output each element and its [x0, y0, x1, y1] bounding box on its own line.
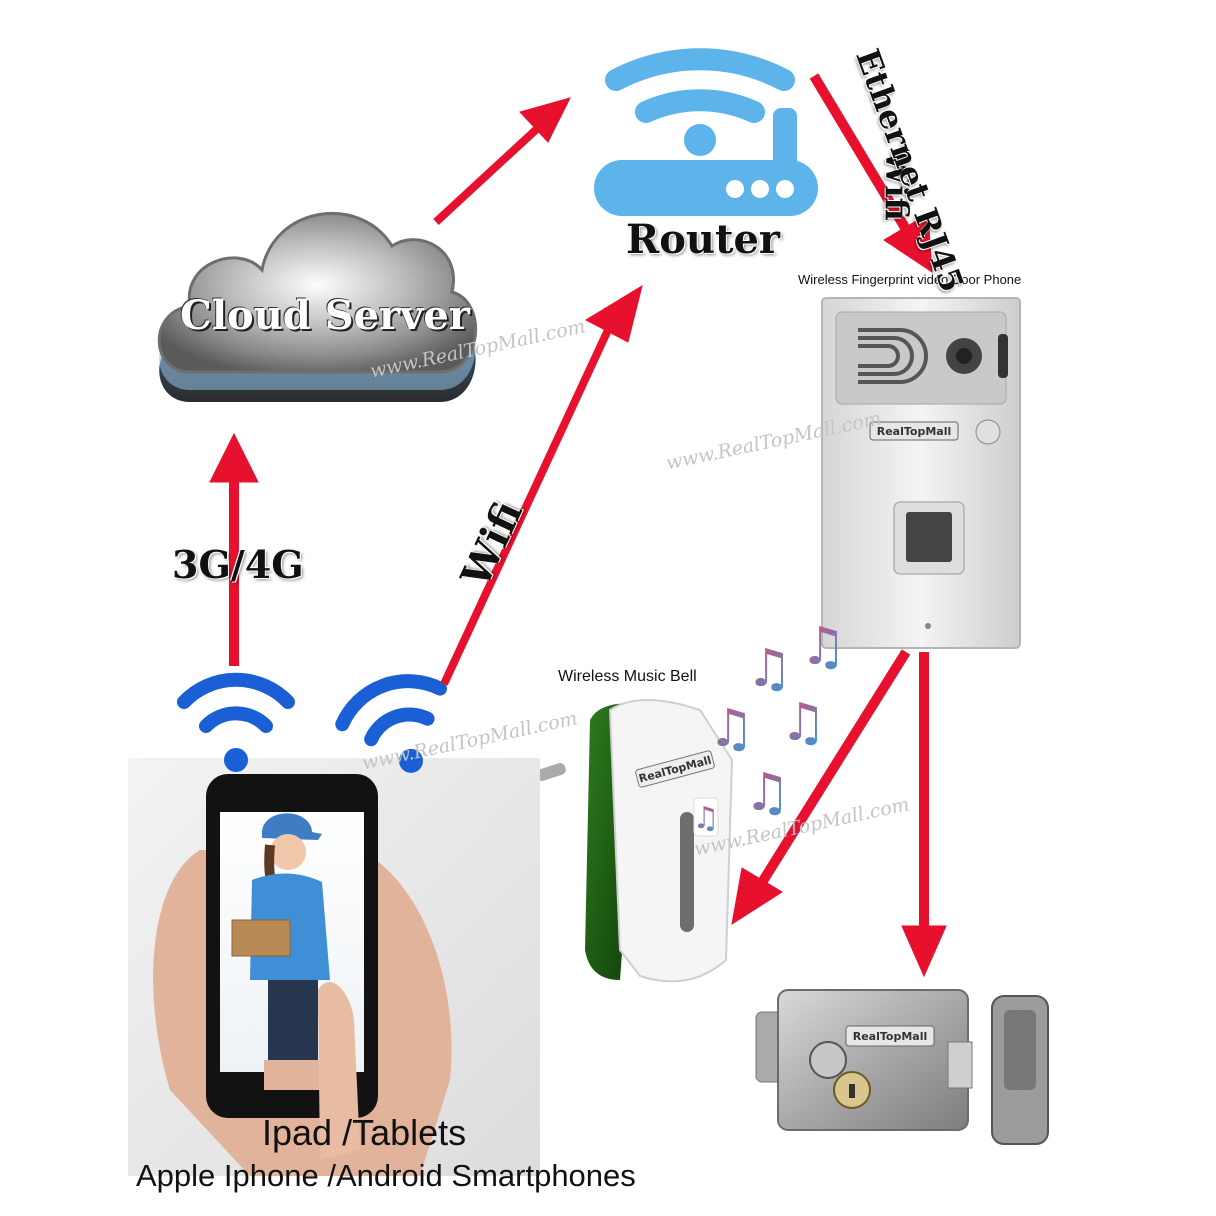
wifi-signal-icon	[177, 672, 295, 772]
svg-text:♫: ♫	[693, 801, 720, 836]
music-note-icon: ♫	[744, 763, 791, 823]
router-label: Router	[626, 216, 781, 263]
link-label-3g4g: 3G/4G	[172, 542, 304, 587]
music-note-icon: ♫	[800, 617, 847, 677]
arrow-cloud-to-router	[433, 97, 571, 225]
smartphone-photo	[128, 758, 540, 1176]
call-button-icon	[975, 419, 1001, 445]
arrow-doorphone-to-bell	[731, 649, 911, 926]
music-note-icon: ♫	[746, 639, 793, 699]
devices-label-line2: Apple Iphone /Android Smartphones	[136, 1158, 636, 1193]
wifi-signal-icon	[335, 674, 448, 773]
delivery-person-image	[231, 813, 330, 1068]
fingerprint-sensor-icon	[906, 512, 952, 562]
electric-lock-image: RealTopMall	[755, 989, 1049, 1145]
arrow-doorphone-to-lock	[901, 652, 947, 978]
arrow-phone-to-cloud	[209, 432, 259, 666]
speaker-grille-icon	[858, 328, 928, 384]
svg-text:RealTopMall: RealTopMall	[877, 425, 952, 438]
music-note-icon: ♫	[693, 797, 720, 837]
door-phone-image: RealTopMall	[821, 297, 1021, 649]
music-note-icon: ♫	[780, 693, 827, 753]
music-bell-label: Wireless Music Bell	[558, 668, 697, 685]
arrow-router-to-doorphone	[809, 73, 933, 273]
cloud-server-icon	[157, 212, 478, 402]
arrow-phone-to-router	[440, 284, 643, 686]
cloud-server-label: Cloud Server	[180, 292, 470, 339]
music-bell-image: RealTopMall ♫	[536, 699, 734, 983]
music-note-icon: ♫	[708, 699, 755, 759]
door-phone-label: Wireless Fingerprint video Door Phone	[798, 272, 1022, 287]
svg-text:RealTopMall: RealTopMall	[853, 1030, 928, 1043]
router-icon	[594, 48, 818, 216]
devices-label-line1: Ipad /Tablets	[262, 1112, 467, 1153]
